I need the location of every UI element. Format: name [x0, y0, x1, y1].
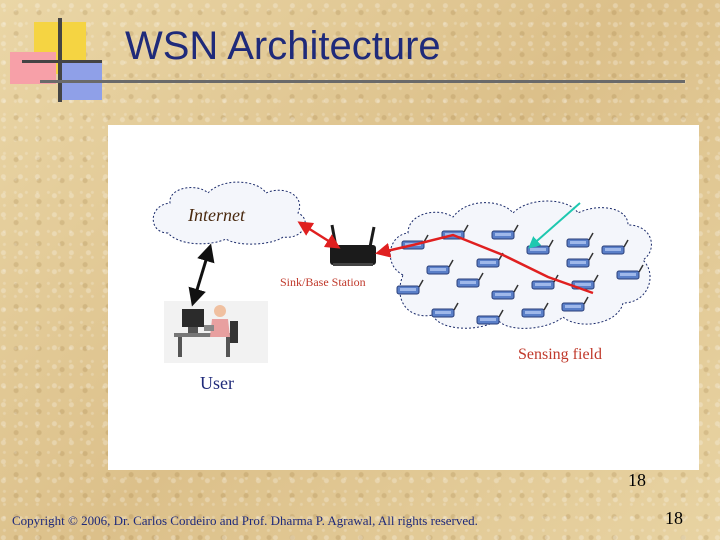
- event-arrow: [528, 202, 581, 249]
- user-workstation: [164, 301, 268, 363]
- slide-number: 18: [665, 508, 683, 528]
- internet-label: Internet: [188, 205, 245, 225]
- slide-title: WSN Architecture: [125, 24, 441, 68]
- internet-cloud: [152, 181, 306, 245]
- logo-horizontal-bar: [22, 60, 102, 63]
- sink-label: Sink/Base Station: [280, 275, 366, 289]
- multihop-path: [375, 233, 594, 295]
- sensing-field-label: Sensing field: [518, 346, 602, 363]
- wsn-diagram: [152, 181, 652, 363]
- panel-number: 18: [628, 470, 646, 490]
- title-rule: [40, 80, 685, 83]
- logo-pink-square: [10, 52, 56, 84]
- link-internet-sink: [297, 221, 341, 249]
- link-internet-user: [188, 243, 215, 307]
- copyright-footer: Copyright © 2006, Dr. Carlos Cordeiro an…: [12, 513, 478, 528]
- user-label: User: [200, 373, 234, 393]
- diagram-panel: Internet Sink/Base Station Sensing field…: [108, 125, 699, 470]
